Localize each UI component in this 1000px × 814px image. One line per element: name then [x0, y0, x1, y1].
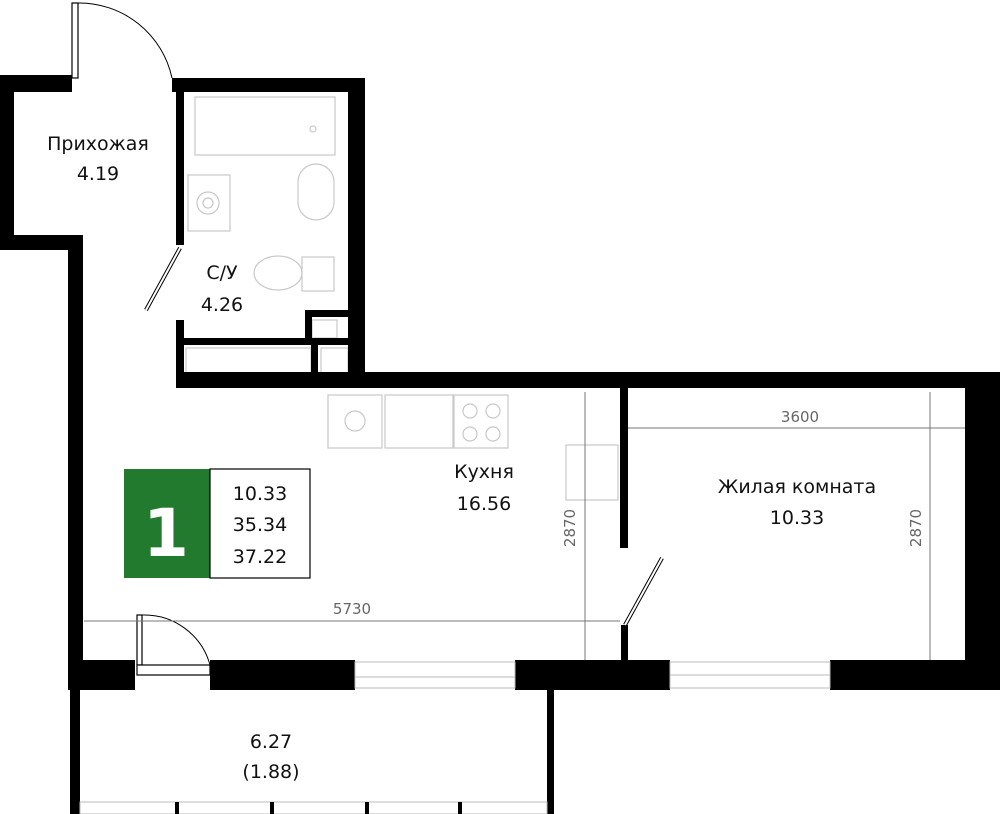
living-area: 10.33	[770, 507, 824, 529]
balcony-glazing	[79, 801, 548, 814]
doors	[71, 2, 664, 676]
fixtures	[185, 96, 619, 501]
badge-total-area: 35.34	[233, 514, 287, 536]
hallway-name: Прихожая	[47, 133, 149, 155]
kitchen-area: 16.56	[457, 493, 511, 515]
bathtub-icon	[194, 96, 336, 156]
dim-kitchen-depth: 2870	[561, 509, 579, 547]
badge-total-area-balcony: 37.22	[233, 546, 287, 568]
bathroom-area: 4.26	[201, 294, 243, 316]
sink-icon	[297, 163, 335, 221]
balcony-area: 6.27	[250, 731, 292, 753]
living-name: Жилая комната	[718, 476, 876, 498]
walls	[0, 75, 1000, 814]
hallway-area: 4.19	[77, 163, 119, 185]
stove-icon	[453, 394, 509, 449]
balcony-reduced-area: (1.88)	[242, 761, 299, 783]
rooms-count: 1	[143, 495, 189, 572]
kitchen-sink-icon	[327, 394, 383, 449]
dimension-lines	[84, 392, 965, 660]
kitchen-window	[354, 661, 516, 689]
windows	[79, 661, 831, 814]
dim-room-width: 3600	[781, 408, 819, 426]
apartment-badge: 1 10.33 35.34 37.22	[124, 468, 311, 579]
badge-living-area: 10.33	[233, 483, 287, 505]
entrance-door	[71, 2, 79, 79]
dim-total-width: 5730	[333, 600, 371, 618]
washing-machine-icon	[187, 174, 231, 232]
bathroom-name: С/У	[206, 262, 238, 284]
kitchen-name: Кухня	[454, 461, 514, 483]
radiator-icon	[565, 444, 619, 501]
toilet-icon	[253, 255, 303, 291]
balcony-door	[136, 614, 143, 666]
dim-room-depth: 2870	[907, 509, 925, 547]
rooms-count-badge	[124, 469, 210, 578]
